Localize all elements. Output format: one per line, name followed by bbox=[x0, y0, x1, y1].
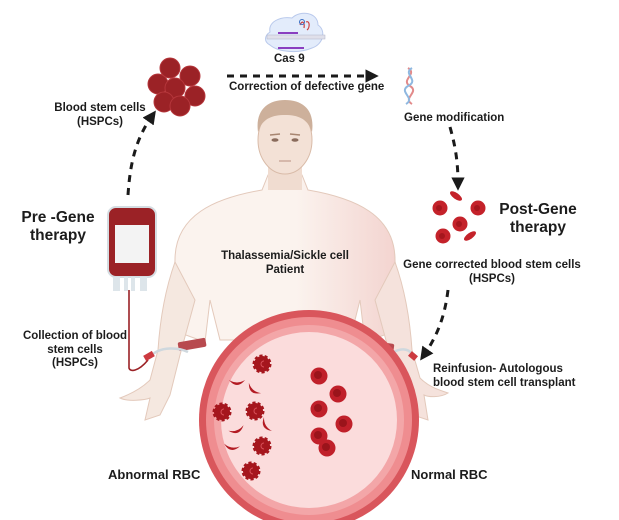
stem-cell bbox=[184, 85, 206, 107]
cas9-label: Cas 9 bbox=[274, 53, 305, 65]
collection-label: Collection of blood stem cells (HSPCs) bbox=[22, 330, 128, 370]
correction-label: Correction of defective gene bbox=[229, 81, 385, 93]
arrow-to-stem-cells bbox=[126, 110, 156, 196]
hspc-cluster-icon bbox=[147, 57, 206, 117]
sickle-cell bbox=[224, 443, 240, 450]
tourniquet-left bbox=[177, 337, 207, 352]
abnormal-rbc bbox=[241, 461, 261, 481]
sickle-cell bbox=[248, 382, 262, 394]
stem-cell bbox=[159, 57, 181, 79]
dna-icon bbox=[403, 67, 415, 105]
infusion-needle bbox=[408, 351, 418, 361]
patient-label: Thalassemia/Sickle cell Patient bbox=[221, 250, 349, 276]
gene-modification-label: Gene modification bbox=[404, 112, 505, 124]
right-arm bbox=[374, 260, 450, 421]
hair bbox=[257, 100, 313, 132]
blood-stem-cells-label: Blood stem cells (HSPCs) bbox=[54, 102, 146, 128]
patient-figure bbox=[118, 100, 450, 421]
gene-corrected-label: Gene corrected blood stem cells (HSPCs) bbox=[403, 259, 581, 285]
blood-bag-icon bbox=[107, 206, 157, 291]
pre-gene-therapy-label: Pre -Gene therapy bbox=[21, 209, 95, 245]
arrow-reinfusion bbox=[420, 289, 450, 361]
sickle-cell bbox=[262, 417, 272, 431]
corrected-cell bbox=[450, 191, 462, 201]
abnormal-rbc bbox=[212, 402, 232, 422]
left-arm bbox=[118, 260, 196, 421]
abnormal-rbc-label: Abnormal RBC bbox=[108, 467, 201, 482]
sickle-cell bbox=[229, 380, 245, 385]
stem-cell bbox=[179, 65, 201, 87]
normal-rbc-label: Normal RBC bbox=[411, 467, 488, 482]
corrected-cells-icon bbox=[432, 191, 486, 244]
post-gene-therapy-label: Post-Gene therapy bbox=[499, 201, 577, 237]
abnormal-rbc bbox=[245, 401, 265, 421]
sickle-cell bbox=[228, 425, 244, 434]
abnormal-rbc bbox=[252, 436, 272, 456]
cas9-icon bbox=[265, 12, 326, 53]
stem-cell bbox=[169, 95, 191, 117]
collection-tube bbox=[128, 290, 149, 372]
corrected-cell bbox=[464, 231, 476, 241]
blood-vessel-cross-section bbox=[199, 310, 419, 520]
abnormal-rbc bbox=[252, 354, 272, 374]
reinfusion-label: Reinfusion- Autologous blood stem cell t… bbox=[433, 363, 576, 389]
arrow-to-post-gene bbox=[448, 126, 465, 191]
